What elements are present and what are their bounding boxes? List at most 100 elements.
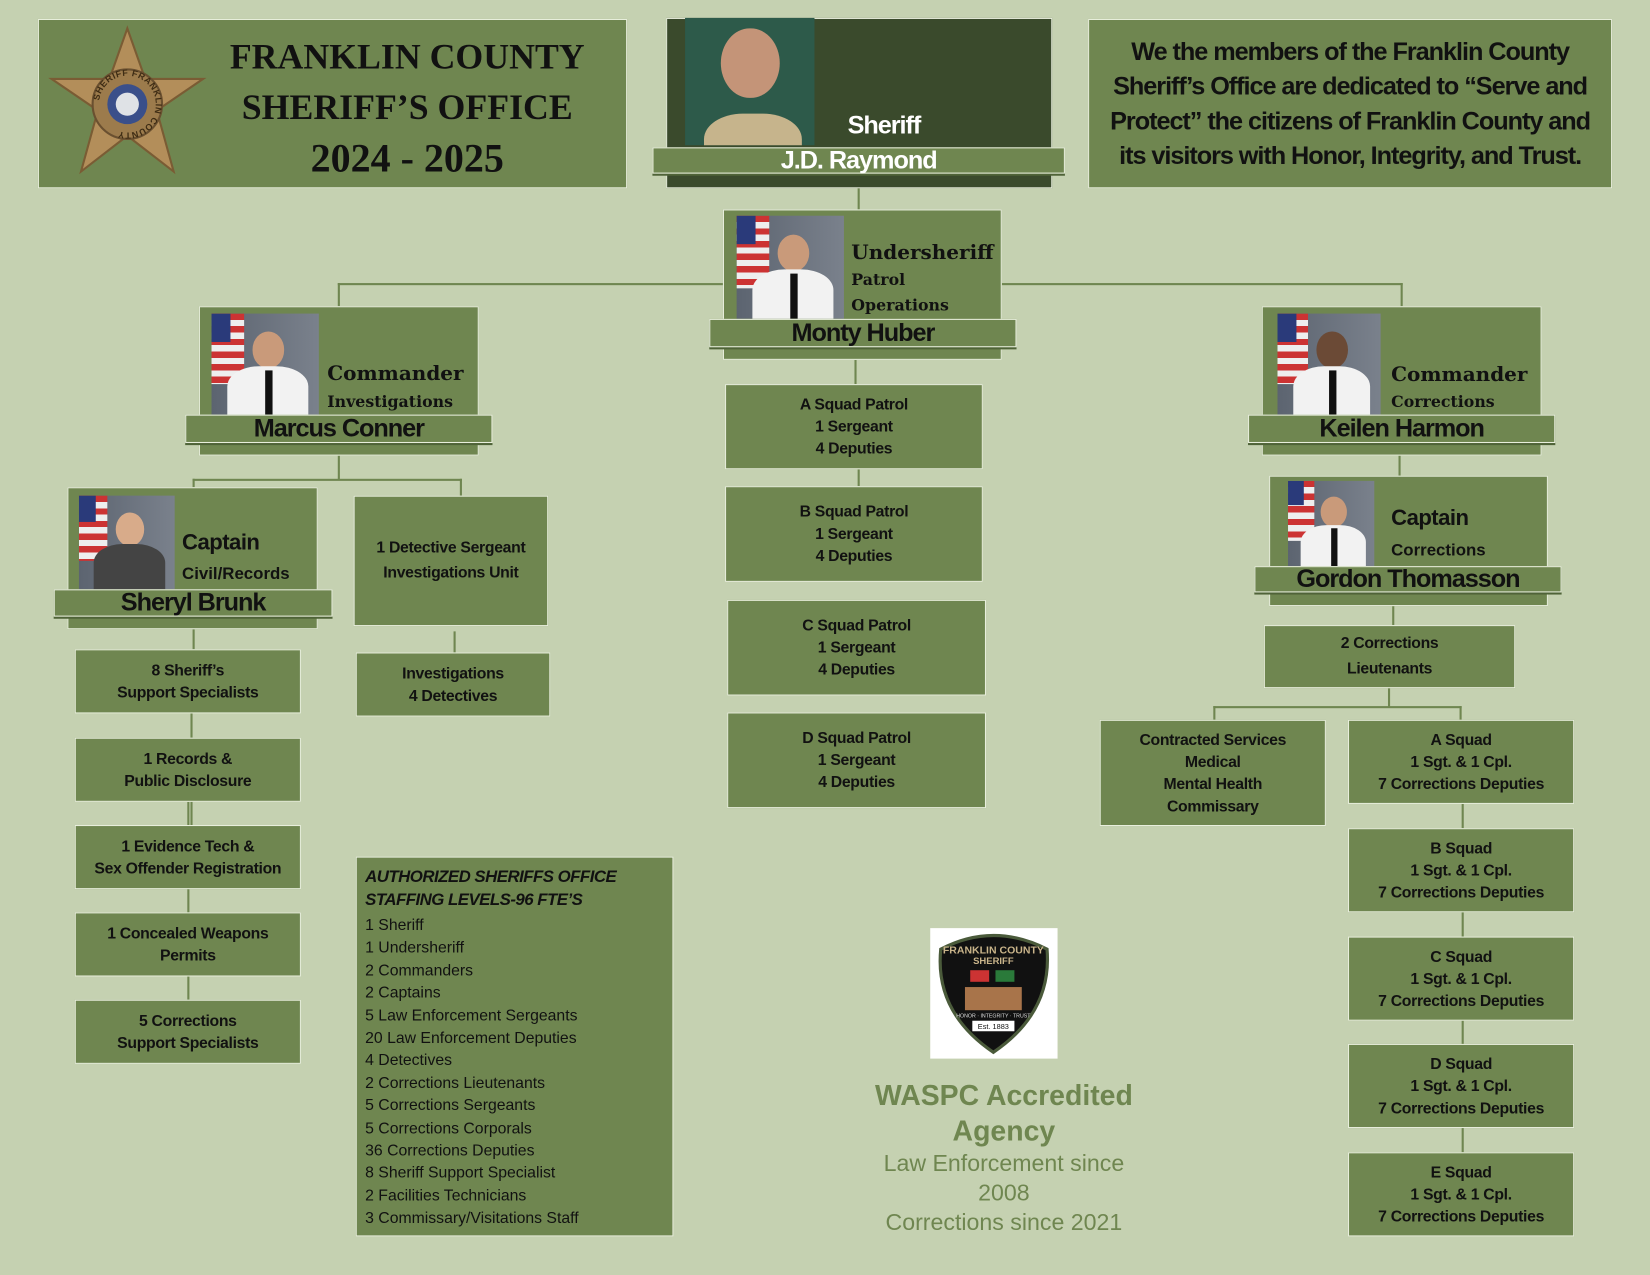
patch-motto: HONOR · INTEGRITY · TRUST [956,1014,1031,1020]
staffing-item: 2 Corrections Lieutenants [365,1074,546,1093]
unit-line: B Squad [1430,839,1493,858]
svg-text:Est. 1883: Est. 1883 [978,1022,1009,1031]
unit-line: 1 Sergeant [817,638,896,657]
undersheriff-title: Undersheriff [851,240,994,265]
sheriff-title: Sheriff [847,111,922,140]
connector [192,478,195,488]
unit-line: Support Specialists [117,1033,259,1052]
connector [187,801,190,1000]
unit-line: Permits [159,946,216,965]
unit-line: 1 Sergeant [815,417,893,436]
captain-civil-title: Captain [182,530,260,555]
unit-line: 7 Corrections Deputies [1378,991,1545,1010]
captain-civil-name: Sheryl Brunk [53,588,333,617]
unit-line: 1 Sgt. & 1 Cpl. [1410,752,1512,771]
captain-civil-photo [78,495,175,590]
corrections-squad-box: B Squad 1 Sgt. & 1 Cpl. 7 Corrections Depu… [1347,828,1575,913]
svg-text:SHERIFF: SHERIFF [973,956,1014,967]
unit-line: Lieutenants [1346,659,1433,678]
unit-line: A Squad Patrol [799,395,909,414]
commander-cor-name: Keilen Harmon [1248,414,1556,444]
staffing-item: 8 Sheriff Support Specialist [365,1164,556,1183]
unit-line: 1 Sgt. & 1 Cpl. [1410,861,1512,880]
patrol-squad-box: A Squad Patrol 1 Sergeant 4 Deputies [725,384,983,470]
mission-text: We the members of the Franklin County Sh… [1110,37,1591,170]
connector [1001,283,1403,286]
unit-line: B Squad Patrol [799,502,909,521]
unit-line: 1 Sgt. & 1 Cpl. [1410,969,1512,988]
accreditation-line: 2008 [978,1179,1030,1206]
undersheriff-sub1: Patrol [851,270,906,290]
unit-line: 4 Deputies [815,547,893,566]
unit-line: Investigations Unit [383,564,519,582]
commander-inv-sub: Investigations [327,392,453,412]
connector [192,629,195,650]
svg-text:FRANKLIN COUNTY: FRANKLIN COUNTY [943,944,1044,956]
unit-line: C Squad [1430,947,1493,966]
unit-line: 7 Corrections Deputies [1378,1099,1545,1118]
staffing-item: 20 Law Enforcement Deputies [365,1029,577,1048]
staffing-title-2: STAFFING LEVELS-96 FTE’S [365,891,583,910]
connector [1392,606,1395,626]
commander-cor-sub: Corrections [1391,392,1495,412]
unit-line: 4 Deputies [815,439,893,458]
unit-line: 4 Deputies [818,773,895,792]
unit-line: 1 Evidence Tech & [121,837,255,855]
unit-line: Mental Health [1163,775,1263,793]
unit-line: 1 Detective Sergeant [376,538,526,557]
staffing-item: 5 Corrections Corporals [365,1119,532,1138]
unit-line: E Squad [1430,1163,1492,1182]
unit-line: Contracted Services [1139,730,1287,749]
connector [854,359,857,385]
staffing-item: 1 Undersheriff [365,939,465,957]
staffing-item: 2 Facilities Technicians [365,1186,527,1205]
title-line-2: SHERIFF’S OFFICE [241,88,573,128]
staffing-item: 4 Detectives [365,1051,453,1070]
unit-line: 5 Corrections [139,1011,237,1030]
unit-line: 1 Sgt. & 1 Cpl. [1410,1077,1512,1095]
unit-line: 7 Corrections Deputies [1378,883,1545,902]
commander-cor-title: Commander [1391,363,1528,387]
unit-line: D Squad Patrol [802,729,911,748]
sheriff-patch-logo: FRANKLIN COUNTY SHERIFF HONOR · INTEGRIT… [930,928,1058,1059]
connector [337,283,723,286]
staffing-levels-box: AUTHORIZED SHERIFFS OFFICE STAFFING LEVE… [355,856,674,1237]
captain-cor-title: Captain [1391,506,1469,531]
connector [192,478,462,481]
unit-line: 4 Deputies [818,660,895,679]
unit-line: 1 Sergeant [815,525,893,543]
connector [337,283,340,307]
civil-unit-box: 1 Records &Public Disclosure [74,737,301,802]
commander-inv-name: Marcus Conner [185,414,493,444]
unit-line: Support Specialists [117,683,259,702]
accreditation: WASPC Accredited Agency Law Enforcement … [846,1078,1162,1238]
undersheriff-photo [736,215,844,319]
commander-corrections-photo [1277,313,1381,415]
connector [453,631,456,653]
staffing-item: 1 Sheriff [365,916,424,935]
connector [857,469,860,487]
captain-cor-name: Gordon Thomasson [1254,565,1562,593]
corrections-squad-box: C Squad 1 Sgt. & 1 Cpl. 7 Corrections Depu… [1347,936,1575,1021]
unit-line: C Squad Patrol [802,616,911,635]
connector [1387,688,1391,708]
unit-line: 8 Sheriff’s [151,661,225,680]
sheriff-star-badge-icon: SHERIFF FRANKLIN COUNTY [48,25,207,175]
unit-line: Medical [1184,752,1241,771]
unit-line: 7 Corrections Deputies [1378,1207,1545,1226]
accreditation-line: WASPC Accredited [874,1079,1133,1112]
undersheriff-name: Monty Huber [709,318,1017,348]
civil-unit-box: 1 Evidence Tech &Sex Offender Registrati… [74,825,301,890]
staffing-item: 36 Corrections Deputies [365,1141,535,1160]
sheriff-photo [685,17,815,146]
unit-line: Commissary [1166,797,1259,816]
staffing-title-1: AUTHORIZED SHERIFFS OFFICE [365,868,617,887]
sheriff-name: J.D. Raymond [652,146,1065,174]
staffing-item: 5 Law Enforcement Sergeants [365,1006,578,1025]
unit-line: Investigations [402,664,504,683]
